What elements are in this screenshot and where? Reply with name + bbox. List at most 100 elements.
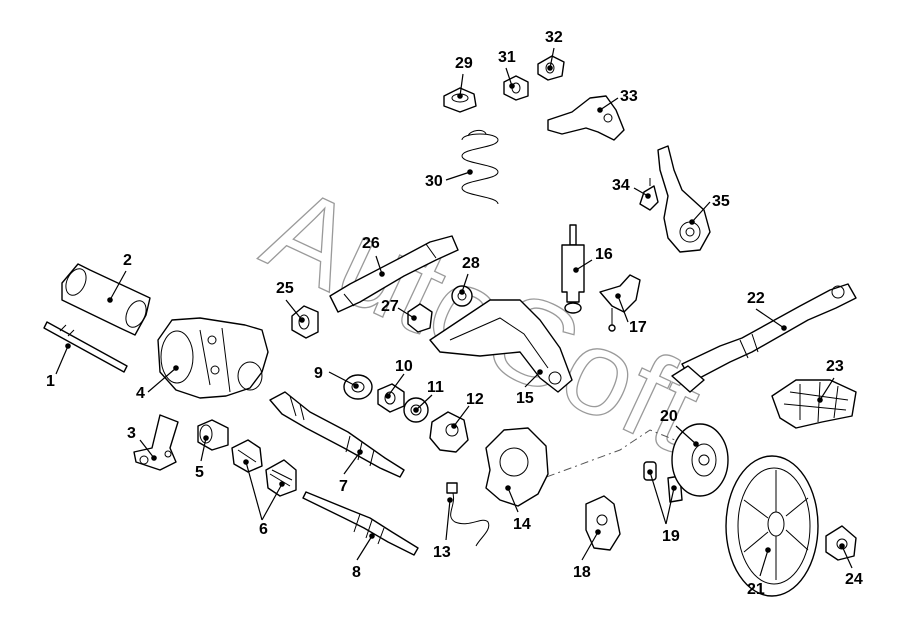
leader-line-c29 <box>459 73 464 97</box>
callout-label-11: 11 <box>427 379 444 396</box>
part-23-tire-segment <box>771 379 857 429</box>
callout-label-31: 31 <box>498 49 516 66</box>
callout-label-2: 2 <box>123 252 132 269</box>
leader-dot-c35 <box>689 219 695 225</box>
leader-line-c9 <box>328 371 357 387</box>
part-8-drive-shaft <box>302 491 419 556</box>
leader-line-c35 <box>691 201 711 223</box>
callout-label-24: 24 <box>845 571 863 588</box>
leader-line-c5 <box>200 437 207 462</box>
part-27-joint <box>407 303 433 333</box>
leader-dot-c24 <box>839 543 845 549</box>
leader-dot-c19 <box>647 469 653 475</box>
leader-dot-c31 <box>509 83 515 89</box>
leader-line-c31 <box>505 67 513 87</box>
leader-line-c21 <box>759 549 769 577</box>
callout-label-27: 27 <box>381 298 399 315</box>
leader-line-c13 <box>445 499 451 541</box>
part-20-brake-disc <box>671 423 729 497</box>
callout-label-9: 9 <box>314 365 323 382</box>
part-28-bushing <box>451 285 473 307</box>
callout-label-29: 29 <box>455 55 473 72</box>
leader-dot-c17 <box>615 293 621 299</box>
leader-line-c26 <box>375 255 383 275</box>
part-5-bushing <box>197 419 229 451</box>
leader-line-c24 <box>841 545 853 569</box>
callout-label-7: 7 <box>339 478 348 495</box>
leader-line-c7 <box>343 451 361 475</box>
leader-dot-c22 <box>781 325 787 331</box>
leader-line-c19-b <box>665 487 675 525</box>
leader-line-c15 <box>524 371 541 388</box>
leader-line-c32 <box>549 47 555 69</box>
callout-label-14: 14 <box>513 516 531 533</box>
leader-dot-c8 <box>369 533 375 539</box>
leader-dot-c6-b <box>279 481 285 487</box>
callout-label-33: 33 <box>620 88 638 105</box>
leader-line-c4 <box>147 367 177 393</box>
callout-label-8: 8 <box>352 564 361 581</box>
leader-dot-c6 <box>243 459 249 465</box>
leader-line-c28 <box>461 273 469 293</box>
callout-label-12: 12 <box>466 391 484 408</box>
callout-label-21: 21 <box>747 581 765 598</box>
leader-dot-c9 <box>353 383 359 389</box>
leader-line-c23 <box>819 377 835 401</box>
leader-line-c1 <box>55 345 69 375</box>
callout-label-18: 18 <box>573 564 591 581</box>
part-6-boots <box>231 439 297 497</box>
leader-line-c12 <box>453 405 470 427</box>
callout-label-26: 26 <box>362 235 380 252</box>
leader-dot-c27 <box>411 315 417 321</box>
leader-line-c10 <box>387 373 405 397</box>
leader-dot-c5 <box>203 435 209 441</box>
callout-label-28: 28 <box>462 255 480 272</box>
leader-line-c11 <box>415 394 433 411</box>
callout-label-10: 10 <box>395 358 413 375</box>
leader-line-c25 <box>285 299 303 321</box>
leader-line-c20 <box>675 425 697 445</box>
leader-dot-c12 <box>451 423 457 429</box>
leader-dot-c11 <box>413 407 419 413</box>
leader-line-c3 <box>139 439 155 459</box>
callout-label-1: 1 <box>46 373 55 390</box>
part-7-drive-shaft <box>269 391 405 478</box>
part-14-dust-shield <box>485 427 549 507</box>
leader-dot-c4 <box>173 365 179 371</box>
callout-label-30: 30 <box>425 173 443 190</box>
leader-line-c8 <box>356 535 373 561</box>
part-24-hub-cap <box>825 525 857 561</box>
leader-dot-c21 <box>765 547 771 553</box>
part-31-bushing <box>503 75 529 101</box>
part-26-shaft-joint <box>329 235 459 313</box>
part-2-axle-tube <box>61 263 151 336</box>
part-10-bearing <box>377 383 405 413</box>
leader-lines <box>55 47 853 577</box>
part-15-lower-arm <box>429 299 573 393</box>
leader-dot-c10 <box>385 393 391 399</box>
leader-dot-c25 <box>299 317 305 323</box>
leader-dot-c15 <box>537 369 543 375</box>
part-13-sensor <box>446 482 490 547</box>
part-30-coil-spring <box>461 129 499 205</box>
leader-line-c14 <box>507 487 519 513</box>
part-3-bracket <box>133 414 179 471</box>
part-35-steering-knuckle <box>657 145 711 253</box>
assembly-guide-line <box>529 429 701 484</box>
leader-line-c6-b <box>261 483 283 521</box>
callout-label-17: 17 <box>629 319 647 336</box>
leader-line-c17 <box>617 295 629 323</box>
part-16-shock-absorber <box>561 224 585 314</box>
part-4-differential-housing <box>157 317 269 399</box>
leader-dot-c23 <box>817 397 823 403</box>
leader-dot-c14 <box>505 485 511 491</box>
leader-dot-c20 <box>693 441 699 447</box>
part-12-hub-flange <box>429 411 469 453</box>
part-17-ball-joint <box>599 274 641 332</box>
callout-label-4: 4 <box>136 385 145 402</box>
part-21-wheel <box>725 455 819 597</box>
leader-dot-c33 <box>597 107 603 113</box>
callout-label-16: 16 <box>595 246 613 263</box>
part-18-caliper <box>585 495 621 551</box>
